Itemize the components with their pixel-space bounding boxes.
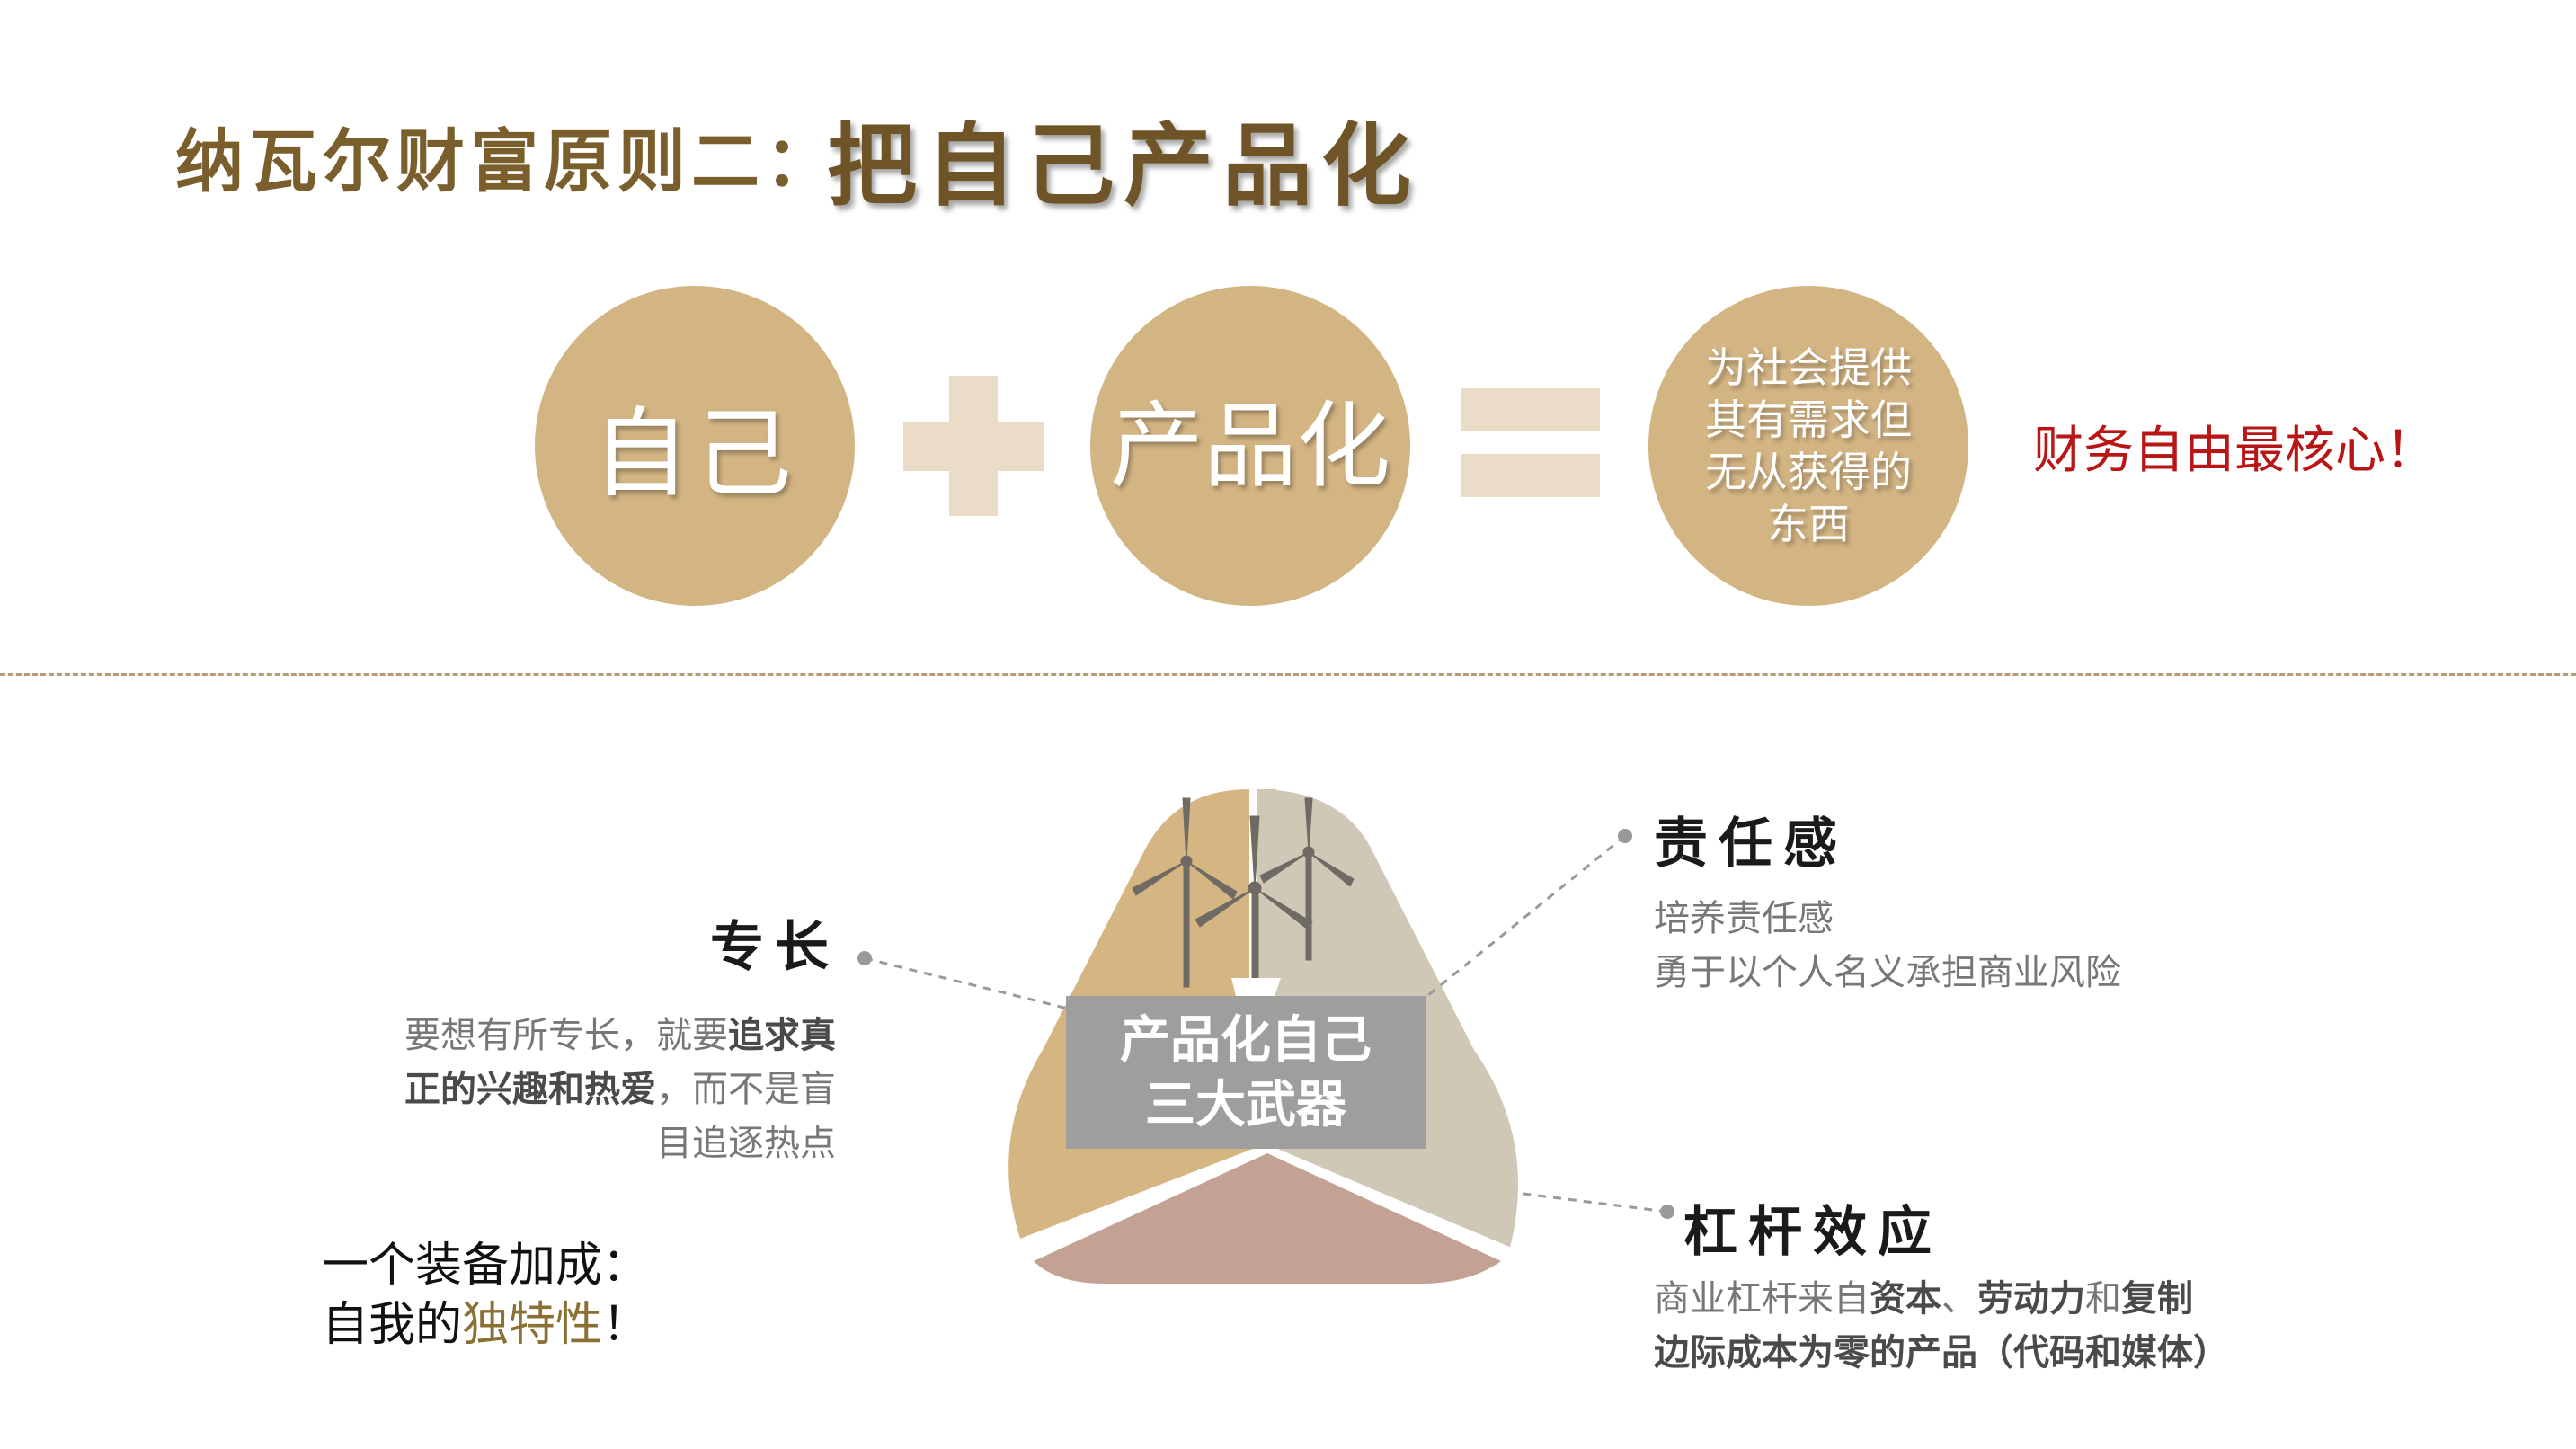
wind-turbine-icon	[1132, 797, 1238, 988]
circle-self-label: 自己	[591, 398, 797, 511]
circle-result: 为社会提供其有需求但无从获得的东西	[1648, 286, 1968, 606]
equals-sign-top	[1461, 388, 1600, 431]
desc-accountability: 培养责任感 勇于以个人名义承担商业风险	[1654, 892, 2373, 1000]
equals-sign-bottom	[1461, 454, 1600, 497]
center-label-box: 产品化自己 三大武器	[1066, 996, 1426, 1149]
bonus-line1: 一个装备加成：	[322, 1239, 650, 1293]
desc-specialty-part1: 要想有所专长，就要	[404, 1015, 728, 1056]
wind-turbine-icon	[1259, 797, 1355, 961]
bonus-note: 一个装备加成： 自我的独特性！	[322, 1236, 649, 1355]
wind-turbine-icon	[1195, 815, 1313, 1051]
dot-leverage	[1660, 1205, 1674, 1219]
center-label-line1: 产品化自己	[1120, 1010, 1372, 1070]
heading-specialty: 专长	[710, 916, 839, 979]
desc-leverage-copy: 复制	[2121, 1277, 2193, 1320]
page-title: 把自己产品化	[827, 112, 1420, 218]
circle-productize: 产品化	[1090, 286, 1410, 606]
desc-leverage-line1: 商业杠杆来自资本、劳动力和复制	[1654, 1272, 2391, 1326]
desc-leverage-labor: 劳动力	[1977, 1277, 2085, 1320]
dot-specialty	[857, 951, 872, 965]
desc-specialty-part2: ，而不是盲目追逐热点	[656, 1069, 836, 1164]
heading-leverage: 杠杆效应	[1683, 1201, 1942, 1264]
center-label-line2: 三大武器	[1145, 1075, 1346, 1134]
desc-leverage-capital: 资本	[1870, 1277, 1941, 1320]
desc-specialty-bold: 追求真正的兴趣和热爱	[404, 1014, 836, 1110]
dot-accountability	[1618, 829, 1632, 843]
desc-leverage: 商业杠杆来自资本、劳动力和复制 边际成本为零的产品（代码和媒体）	[1654, 1272, 2391, 1380]
desc-leverage-code-media: （代码和媒体）	[1977, 1331, 2229, 1373]
desc-specialty: 要想有所专长，就要追求真正的兴趣和热爱，而不是盲目追逐热点	[378, 1009, 836, 1170]
desc-leverage-zero-cost: 边际成本为零的产品	[1654, 1331, 1977, 1373]
segment-leverage	[1034, 1153, 1501, 1284]
circle-productize-label: 产品化	[1109, 391, 1390, 501]
desc-accountability-line2: 勇于以个人名义承担商业风险	[1654, 952, 2121, 993]
desc-accountability-line1: 培养责任感	[1654, 898, 1834, 939]
title-prefix: 纳瓦尔财富原则二：	[175, 121, 839, 201]
desc-leverage-l1c: 、	[1941, 1278, 1977, 1320]
bonus-line2-a: 自我的	[322, 1298, 463, 1352]
desc-leverage-line2: 边际成本为零的产品（代码和媒体）	[1654, 1326, 2391, 1380]
core-note: 财务自由最核心！	[2033, 422, 2436, 480]
bonus-line2-c: ！	[602, 1298, 650, 1352]
desc-leverage-l1a: 商业杠杆来自	[1654, 1278, 1870, 1320]
desc-leverage-l1e: 和	[2085, 1278, 2121, 1320]
circle-self: 自己	[535, 286, 855, 606]
bonus-line2: 自我的独特性！	[322, 1295, 649, 1355]
dashed-divider	[0, 673, 2576, 676]
bonus-uniqueness: 独特性	[462, 1298, 603, 1352]
heading-accountability: 责任感	[1654, 813, 1848, 876]
circle-result-label: 为社会提供其有需求但无从获得的东西	[1705, 343, 1912, 548]
plus-sign-vertical	[949, 376, 998, 516]
